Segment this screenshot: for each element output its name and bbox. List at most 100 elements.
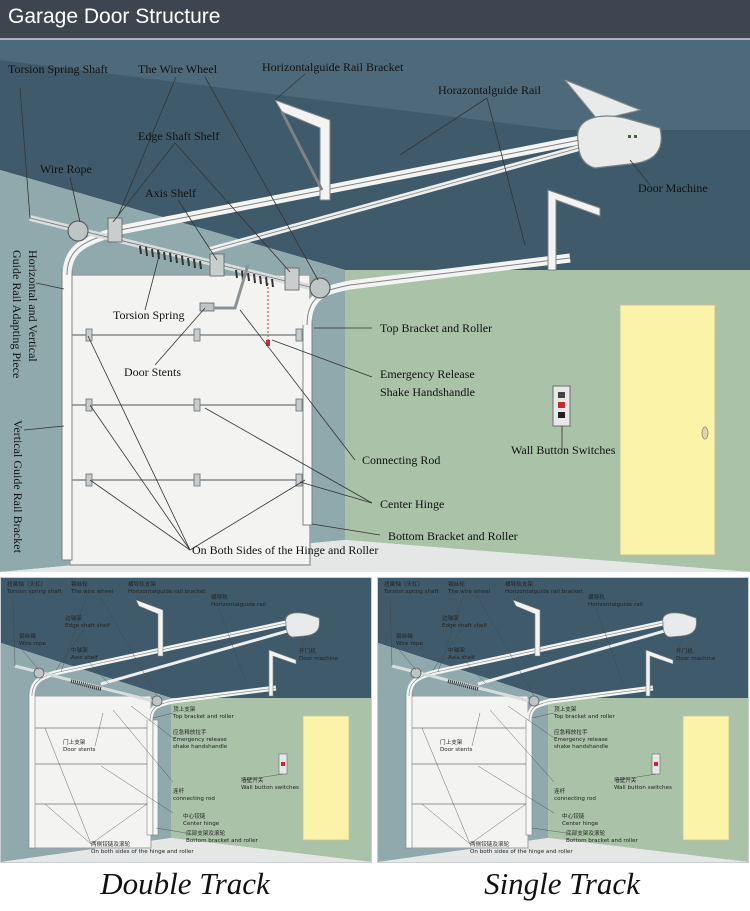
- en-axis-shelf: Axis shelf: [448, 655, 476, 661]
- title-bar: Garage Door Structure: [0, 0, 750, 40]
- center-hinges: [85, 328, 303, 487]
- en-wall-switch: Wall button switches: [614, 785, 672, 791]
- double-track-svg: 扭簧轴（天杠） Torsion spring shaft 钢丝轮 The wir…: [1, 578, 371, 862]
- cn-rail-bracket: 横导轨支架: [128, 580, 156, 588]
- cn-torsion-spring-shaft: 扭簧轴（天杠）: [7, 580, 46, 588]
- door-machine: [577, 115, 662, 169]
- cn-both-sides: 两侧铰链及滚轮: [91, 840, 131, 848]
- en-top-bracket: Top bracket and roller: [553, 714, 615, 720]
- label-connecting-rod: Connecting Rod: [362, 453, 440, 467]
- label-door-stents: Door Stents: [124, 365, 181, 379]
- en-connecting-rod: connecting rod: [173, 796, 215, 802]
- en-door-stents: Door stents: [440, 747, 473, 753]
- label-both-sides-hinge-roller: On Both Sides of the Hinge and Roller: [192, 543, 378, 557]
- cn-axis-shelf: 中轴架: [448, 646, 465, 654]
- label-wall-button-switches: Wall Button Switches: [511, 443, 616, 457]
- cn-edge-shaft-shelf: 边轴架: [65, 614, 82, 622]
- left-vertical-track: [61, 269, 73, 561]
- cn-wall-switch: 墙壁开关: [614, 776, 637, 784]
- door-machine-mount: [564, 79, 642, 121]
- label-torsion-spring: Torsion Spring: [113, 308, 185, 322]
- emergency-release-handle: [266, 340, 270, 346]
- ceiling-shade: [0, 40, 750, 130]
- label-emergency-release-2: Shake Handshandle: [380, 385, 475, 399]
- cn-bottom-bracket: 底部支架及滚轮: [566, 829, 606, 837]
- cn-axis-shelf: 中轴架: [71, 646, 88, 654]
- en-torsion-spring-shaft: Torsion spring shaft: [6, 589, 62, 595]
- label-center-hinge: Center Hinge: [380, 497, 444, 511]
- en-edge-shaft-shelf: Edge shaft shelf: [442, 623, 488, 629]
- en-bottom-bracket: Bottom bracket and roller: [566, 838, 639, 844]
- cn-door-stents: 门上支架: [440, 738, 463, 746]
- cn-rail: 横导轨: [588, 593, 605, 601]
- cn-emergency: 应急释放拉手: [554, 728, 588, 736]
- caption-single-track: Single Track: [484, 866, 640, 901]
- en-emergency-2: shake handshandle: [173, 744, 228, 750]
- door-stents: [199, 302, 215, 312]
- cn-wire-wheel: 钢丝轮: [448, 580, 465, 588]
- en-rail-bracket: Horizontalguide rail bracket: [505, 589, 583, 595]
- label-wire-rope: Wire Rope: [40, 162, 92, 176]
- en-center-hinge: Center hinge: [183, 821, 220, 827]
- label-edge-shaft-shelf: Edge Shaft Shelf: [138, 129, 219, 143]
- wire-wheel-right: [309, 277, 331, 299]
- label-bottom-bracket-roller: Bottom Bracket and Roller: [388, 529, 518, 543]
- en-wall-switch: Wall button switches: [241, 785, 299, 791]
- label-emergency-release-1: Emergency Release: [380, 367, 475, 381]
- right-vertical-track: [302, 319, 313, 526]
- en-rail-bracket: Horizontalguide rail bracket: [128, 589, 206, 595]
- cn-wall-switch: 墙壁开关: [241, 776, 264, 784]
- connecting-rod: [214, 264, 250, 310]
- cn-door-machine: 开门机: [299, 647, 316, 655]
- cn-torsion-spring-shaft: 扭簧轴（天杠）: [384, 580, 423, 588]
- page-title: Garage Door Structure: [8, 5, 221, 28]
- wire-wheel-left: [67, 220, 89, 242]
- label-adapting-piece-2: Guide Rail Adapting Piece: [10, 250, 24, 378]
- label-vertical-rail-bracket: Vertical Guide Rail Bracket: [11, 420, 25, 554]
- cn-center-hinge: 中心铰链: [183, 812, 206, 820]
- caption-double-track: Double Track: [100, 866, 270, 901]
- en-top-bracket: Top bracket and roller: [172, 714, 234, 720]
- label-door-machine: Door Machine: [638, 181, 708, 195]
- label-axis-shelf: Axis Shelf: [145, 186, 196, 200]
- en-wire-rope: Wire rope: [396, 641, 424, 647]
- en-edge-shaft-shelf: Edge shaft shelf: [65, 623, 111, 629]
- en-both-sides: On both sides of the hinge and roller: [91, 849, 194, 855]
- single-track-svg: 扭簧轴（天杠） Torsion spring shaft 钢丝轮 The wir…: [378, 578, 748, 862]
- cn-door-machine: 开门机: [676, 647, 693, 655]
- en-door-machine: Door machine: [676, 656, 716, 662]
- en-connecting-rod: connecting rod: [554, 796, 596, 802]
- cn-wire-wheel: 钢丝轮: [71, 580, 88, 588]
- en-rail: Horizontalguide rail: [588, 602, 643, 608]
- entry-door: [619, 304, 716, 556]
- en-axis-shelf: Axis shelf: [71, 655, 99, 661]
- en-door-stents: Door stents: [63, 747, 96, 753]
- en-wire-wheel: The wire wheel: [70, 589, 114, 595]
- horizontal-rail-bracket-right: [547, 189, 601, 271]
- double-track-diagram: 扭簧轴（天杠） Torsion spring shaft 钢丝轮 The wir…: [0, 577, 372, 863]
- main-diagram-svg: Torsion Spring Shaft The Wire Wheel Hori…: [0, 40, 750, 572]
- en-bottom-bracket: Bottom bracket and roller: [186, 838, 259, 844]
- cn-both-sides: 两侧铰链及滚轮: [470, 840, 510, 848]
- cn-connecting-rod: 连杆: [554, 787, 566, 795]
- cn-door-stents: 门上支架: [63, 738, 86, 746]
- cn-bottom-bracket: 底部支架及滚轮: [186, 829, 226, 837]
- cn-rail: 横导轨: [211, 593, 228, 601]
- main-diagram: Torsion Spring Shaft The Wire Wheel Hori…: [0, 40, 750, 572]
- cn-top-bracket: 顶上支架: [173, 705, 196, 713]
- garage-door: [69, 274, 311, 566]
- axis-shelf: [209, 253, 225, 277]
- en-wire-wheel: The wire wheel: [447, 589, 491, 595]
- edge-shaft-shelf: [107, 217, 123, 243]
- label-wire-wheel: The Wire Wheel: [138, 62, 218, 76]
- cn-wire-rope: 钢丝绳: [19, 632, 36, 640]
- label-horizontal-rail: Horazontalguide Rail: [438, 83, 542, 97]
- en-rail: Horizontalguide rail: [211, 602, 266, 608]
- label-top-bracket-roller: Top Bracket and Roller: [380, 321, 492, 335]
- en-both-sides: On both sides of the hinge and roller: [470, 849, 573, 855]
- label-adapting-piece-1: Horizontal and Vertical: [26, 250, 40, 362]
- cn-rail-bracket: 横导轨支架: [505, 580, 533, 588]
- label-torsion-spring-shaft: Torsion Spring Shaft: [8, 62, 108, 76]
- single-track-diagram: 扭簧轴（天杠） Torsion spring shaft 钢丝轮 The wir…: [377, 577, 749, 863]
- cn-top-bracket: 顶上支架: [554, 705, 577, 713]
